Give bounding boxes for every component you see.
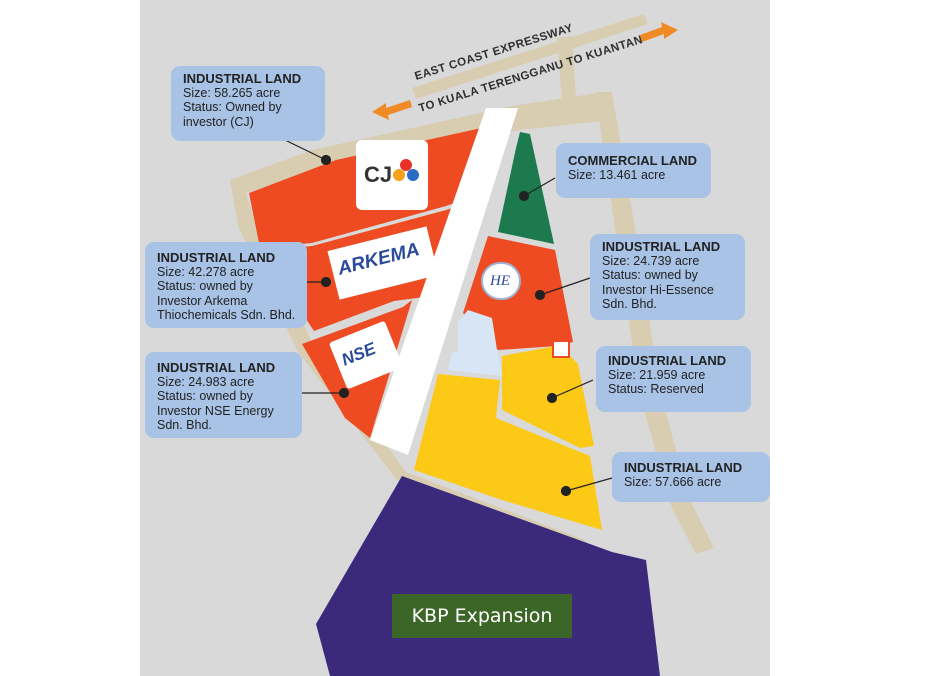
callout-leaders <box>284 139 613 497</box>
callout-line: investor (CJ) <box>183 114 254 129</box>
arrow-left-icon <box>372 100 412 120</box>
callout-line: Size: 42.278 acre <box>157 265 255 280</box>
highway-strip <box>370 108 518 455</box>
callout-title: INDUSTRIAL LAND <box>157 360 276 375</box>
callout-title: COMMERCIAL LAND <box>568 153 698 168</box>
callout-arkema-land: INDUSTRIAL LAND Size: 42.278 acre Status… <box>145 242 307 328</box>
callout-line: Status: Owned by <box>183 100 282 115</box>
callout-commercial-land: COMMERCIAL LAND Size: 13.461 acre <box>556 143 711 198</box>
callout-line: Status: owned by <box>157 389 253 404</box>
callout-nse-land: INDUSTRIAL LAND Size: 24.983 acre Status… <box>145 352 302 438</box>
hi-essence-logo-text: HE <box>490 273 510 289</box>
callout-reserved-land: INDUSTRIAL LAND Size: 21.959 acre Status… <box>596 346 751 412</box>
callout-title: INDUSTRIAL LAND <box>183 71 302 86</box>
arkema-logo-text: ARKEMA <box>335 239 422 280</box>
east-coast-expressway <box>412 14 648 99</box>
small-marker <box>552 340 570 358</box>
parcel-lightblue <box>448 352 502 376</box>
callout-line: Size: 24.739 acre <box>602 254 700 269</box>
callout-line: Investor Hi-Essence <box>602 282 714 297</box>
kbp-expansion-label: KBP Expansion <box>392 594 572 638</box>
access-road <box>557 36 577 114</box>
nse-logo-text: NSE <box>338 338 379 370</box>
callout-line: Size: 13.461 acre <box>568 168 666 183</box>
callout-line: Size: 57.666 acre <box>624 475 722 490</box>
cj-logo: CJ <box>356 140 428 210</box>
callout-line: Sdn. Bhd. <box>602 296 657 311</box>
callout-line: Size: 21.959 acre <box>608 368 706 383</box>
callout-title: INDUSTRIAL LAND <box>157 250 276 265</box>
callout-line: Status: owned by <box>602 268 698 283</box>
callout-line: Investor Arkema <box>157 293 248 308</box>
east-road <box>595 92 714 554</box>
hi-essence-logo: HE <box>481 262 521 300</box>
parcel-small-lightblue <box>458 310 498 356</box>
parcel-commercial <box>498 132 554 244</box>
arrow-right-icon <box>640 22 678 42</box>
callout-line: Investor NSE Energy <box>157 403 274 418</box>
callout-title: INDUSTRIAL LAND <box>602 239 721 254</box>
road-network <box>230 14 714 560</box>
callout-line: Thiochemicals Sdn. Bhd. <box>157 307 296 322</box>
perimeter-road <box>230 93 602 560</box>
cj-logo-text: CJ <box>364 162 393 187</box>
callout-line: Status: Reserved <box>608 382 704 397</box>
callout-title: INDUSTRIAL LAND <box>624 460 743 475</box>
callout-57-acre-land: INDUSTRIAL LAND Size: 57.666 acre <box>612 452 770 502</box>
parcel-57-acre <box>414 374 602 530</box>
cj-petals-icon <box>393 159 419 181</box>
callout-hi-essence-land: INDUSTRIAL LAND Size: 24.739 acre Status… <box>590 234 745 320</box>
callout-line: Sdn. Bhd. <box>157 417 212 432</box>
callout-line: Status: owned by <box>157 279 253 294</box>
callout-line: Size: 58.265 acre <box>183 86 281 101</box>
callout-cj-land: INDUSTRIAL LAND Size: 58.265 acre Status… <box>171 66 325 141</box>
callout-title: INDUSTRIAL LAND <box>608 353 727 368</box>
callout-line: Size: 24.983 acre <box>157 375 255 390</box>
